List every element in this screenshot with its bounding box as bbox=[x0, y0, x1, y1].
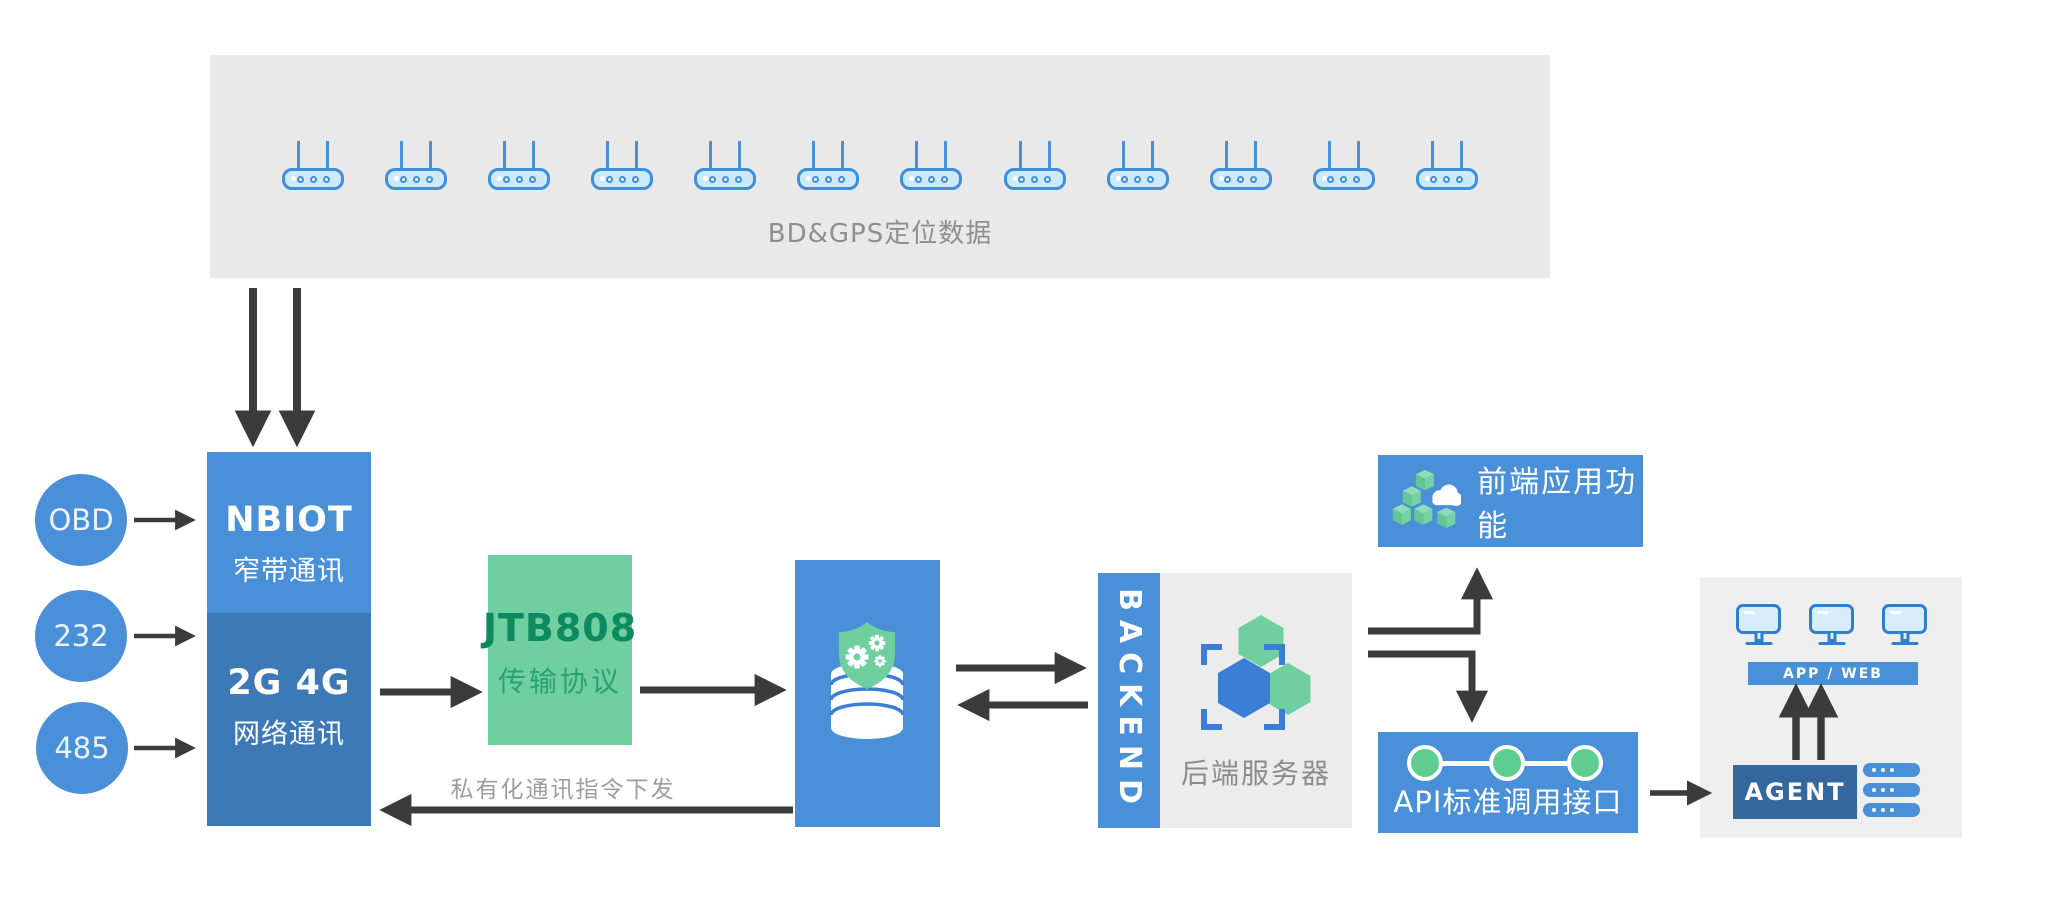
backend-server-panel: 后端服务器 bbox=[1160, 573, 1352, 828]
router-icon bbox=[1415, 141, 1478, 190]
secure-database-box bbox=[795, 560, 940, 827]
protocol-box: JTB808 传输协议 bbox=[483, 555, 636, 745]
router-icon bbox=[797, 141, 860, 190]
app-web-bar: APP / WEB bbox=[1748, 662, 1918, 685]
monitor-icon bbox=[1736, 604, 1781, 648]
router-icon bbox=[900, 141, 963, 190]
gateway-cellular-section: 2G 4G 网络通讯 bbox=[207, 613, 371, 826]
monitor-icon bbox=[1809, 604, 1854, 648]
agent-box: AGENT bbox=[1733, 765, 1857, 819]
api-node-dot bbox=[1407, 745, 1443, 781]
router-icon bbox=[694, 141, 757, 190]
backend-vertical-bar: BACKEND bbox=[1098, 573, 1160, 828]
input-label-485: 485 bbox=[54, 731, 110, 765]
hexagon-cluster-icon bbox=[1201, 615, 1311, 730]
cubes-cloud-icon bbox=[1392, 469, 1462, 529]
router-row bbox=[282, 141, 1478, 190]
router-icon bbox=[1209, 141, 1272, 190]
backend-vertical-label: BACKEND bbox=[1111, 588, 1147, 813]
bdgps-label: BD&GPS定位数据 bbox=[767, 219, 993, 249]
router-icon bbox=[591, 141, 654, 190]
input-circle-485: 485 bbox=[36, 702, 128, 794]
protocol-subtitle: 传输协议 bbox=[497, 665, 622, 698]
api-node-dot bbox=[1567, 745, 1603, 781]
monitor-icon bbox=[1882, 604, 1927, 648]
client-panel: APP / WEB AGENT bbox=[1700, 577, 1962, 838]
server-bar bbox=[1863, 783, 1920, 797]
input-circle-obd: OBD bbox=[35, 474, 127, 566]
monitor-row bbox=[1736, 604, 1927, 648]
router-icon bbox=[385, 141, 448, 190]
frontend-box: 前端应用功能 bbox=[1378, 455, 1643, 547]
protocol-title: JTB808 bbox=[482, 606, 638, 650]
gateway-box: NBIOT 窄带通讯 2G 4G 网络通讯 bbox=[207, 452, 371, 826]
nbiot-subtitle: 窄带通讯 bbox=[233, 555, 345, 587]
arrow-backend-to-api bbox=[1368, 650, 1489, 723]
backend-caption: 后端服务器 bbox=[1180, 757, 1331, 790]
gateway-nbiot-section: NBIOT 窄带通讯 bbox=[207, 452, 371, 613]
input-circle-232: 232 bbox=[35, 590, 127, 682]
api-box: API标准调用接口 bbox=[1378, 732, 1638, 833]
bdgps-data-panel: BD&GPS定位数据 bbox=[210, 55, 1550, 278]
server-bar bbox=[1863, 803, 1920, 817]
frontend-label: 前端应用功能 bbox=[1477, 465, 1638, 544]
api-node-dot bbox=[1489, 745, 1525, 781]
cellular-subtitle: 网络通讯 bbox=[233, 718, 345, 750]
router-icon bbox=[282, 141, 344, 190]
router-icon bbox=[1003, 141, 1066, 190]
downlink-label: 私有化通讯指令下发 bbox=[450, 777, 676, 803]
api-label: API标准调用接口 bbox=[1393, 785, 1623, 819]
input-label-232: 232 bbox=[53, 619, 109, 653]
router-icon bbox=[1106, 141, 1169, 190]
router-icon bbox=[1312, 141, 1375, 190]
router-icon bbox=[488, 141, 551, 190]
server-bar bbox=[1863, 763, 1920, 777]
cellular-title: 2G 4G bbox=[227, 662, 351, 703]
arrow-backend-to-frontend bbox=[1368, 567, 1494, 635]
input-label-obd: OBD bbox=[48, 503, 114, 537]
shield-gears-database-icon bbox=[829, 622, 905, 739]
server-rack-icon bbox=[1863, 763, 1920, 817]
nbiot-title: NBIOT bbox=[225, 499, 353, 540]
